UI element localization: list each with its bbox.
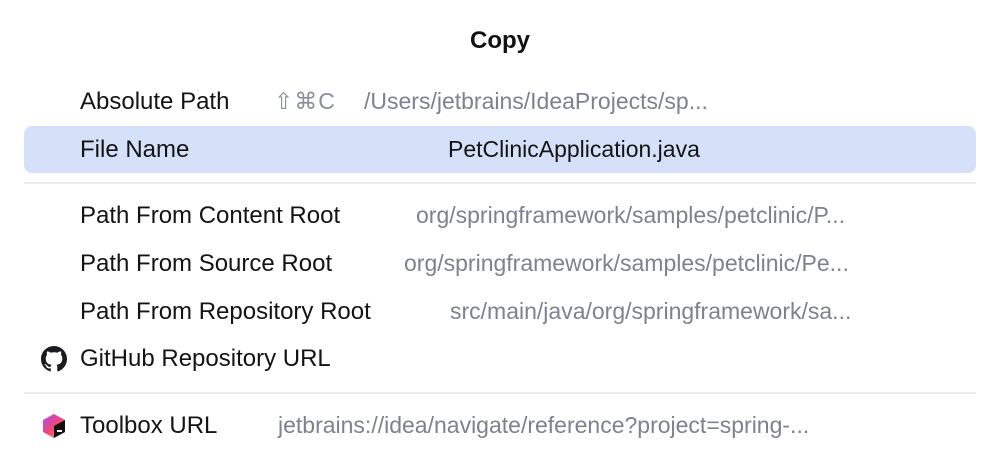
menu-item-shortcut: ⇧⌘C [274, 88, 336, 114]
menu-item-label: Path From Content Root [80, 202, 341, 229]
menu-item-github-repository-url[interactable]: GitHub Repository URL [24, 335, 976, 382]
menu-item-value: src/main/java/org/springframework/sa... [450, 298, 852, 324]
menu-item-label: GitHub Repository URL [80, 345, 331, 372]
menu-item-path-from-repository-root[interactable]: Path From Repository Root src/main/java/… [24, 288, 976, 335]
menu-item-value: org/springframework/samples/petclinic/P.… [416, 202, 846, 228]
toolbox-icon [41, 413, 67, 439]
menu-item-label: Path From Repository Root [80, 298, 371, 325]
menu-item-value: jetbrains://idea/navigate/reference?proj… [278, 412, 810, 438]
separator [24, 182, 976, 184]
menu-item-absolute-path[interactable]: Absolute Path ⇧⌘C /Users/jetbrains/IdeaP… [24, 78, 976, 125]
separator [24, 392, 976, 394]
menu-item-label: Absolute Path [80, 88, 230, 115]
menu-item-label: File Name [80, 136, 190, 163]
menu-item-label: Path From Source Root [80, 250, 333, 277]
menu-item-value: PetClinicApplication.java [448, 136, 700, 162]
menu-item-path-from-content-root[interactable]: Path From Content Root org/springframewo… [24, 192, 976, 239]
github-icon [41, 346, 67, 372]
menu-item-value: /Users/jetbrains/IdeaProjects/sp... [364, 88, 708, 114]
popup-title: Copy [470, 27, 530, 54]
menu-item-file-name[interactable]: File Name PetClinicApplication.java [24, 126, 976, 173]
menu-item-path-from-source-root[interactable]: Path From Source Root org/springframewor… [24, 240, 976, 287]
menu-item-label: Toolbox URL [80, 412, 218, 439]
menu-item-toolbox-url[interactable]: Toolbox URL jetbrains://idea/navigate/re… [24, 402, 976, 449]
menu-item-value: org/springframework/samples/petclinic/Pe… [404, 250, 849, 276]
